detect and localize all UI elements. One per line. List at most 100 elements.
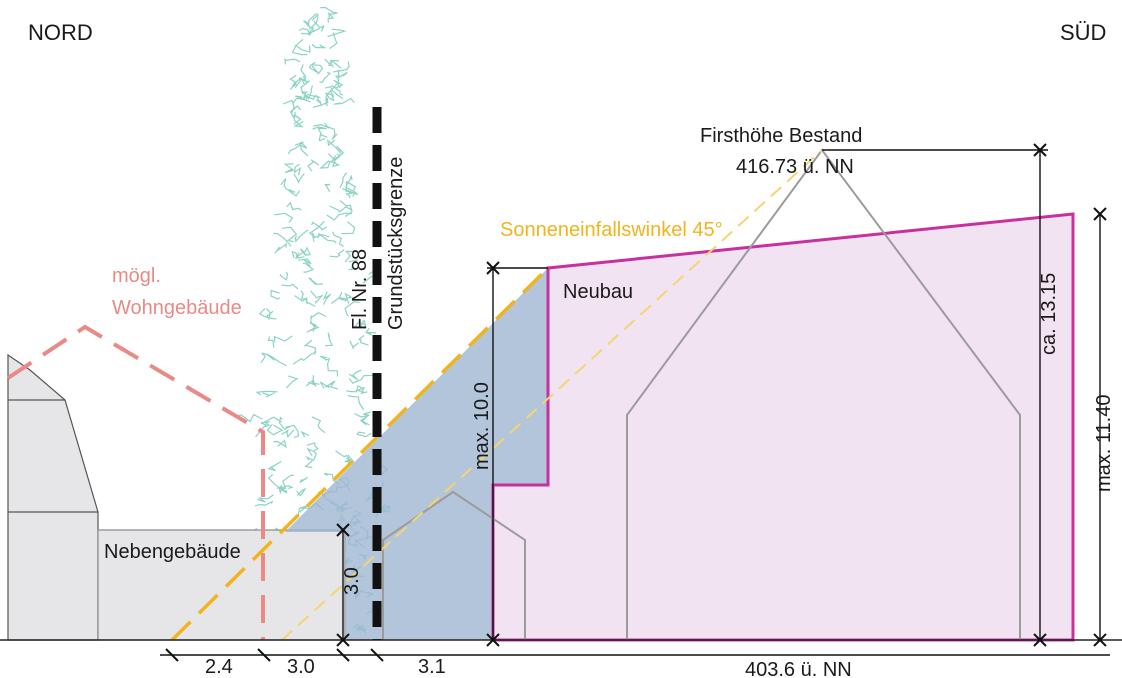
- ground-level-label: 403.6 ü. NN: [745, 659, 852, 678]
- tree-branch: [270, 289, 281, 300]
- tree-branch: [292, 351, 317, 365]
- tree-branch: [289, 77, 305, 90]
- tree-branch: [311, 221, 328, 231]
- tree-branch: [291, 38, 308, 56]
- tree-branch: [317, 232, 337, 244]
- tree-branch: [309, 220, 325, 239]
- tree-branch: [266, 423, 284, 436]
- tree-branch: [310, 290, 324, 305]
- outbuilding-label: Nebengebäude: [104, 541, 241, 563]
- tree-branch: [344, 454, 356, 467]
- tree-branch: [281, 429, 295, 438]
- tree-branch: [307, 159, 320, 172]
- tree-branch: [327, 28, 347, 38]
- possible-residential-label-2: Wohngebäude: [112, 297, 242, 319]
- tree-branch: [303, 246, 312, 256]
- property-line-label: Grundstücksgrenze: [385, 157, 407, 330]
- tree-branch: [324, 332, 333, 347]
- tree-branch: [326, 212, 352, 221]
- outbuilding-height-label: 3.0: [341, 567, 363, 595]
- tree-branch: [331, 153, 341, 162]
- distance-2-label: 3.0: [287, 656, 315, 678]
- tree-branch: [308, 277, 323, 286]
- max-height-step-label: max. 10.0: [471, 382, 493, 470]
- tree-branch: [288, 189, 301, 197]
- tree-branch: [273, 232, 292, 247]
- tree-branch: [303, 20, 315, 35]
- tree-branch: [324, 58, 339, 66]
- tree-branch: [292, 97, 311, 104]
- tree-branch: [355, 386, 368, 395]
- tree-branch: [263, 416, 283, 428]
- tree-branch: [273, 439, 287, 449]
- distance-3-label: 3.1: [418, 656, 446, 678]
- tree-branch: [359, 319, 367, 329]
- tree-branch: [311, 375, 320, 385]
- tree-branch: [333, 97, 355, 105]
- tree-branch: [255, 421, 270, 438]
- tree-branch: [333, 79, 344, 89]
- tree-branch: [334, 145, 345, 161]
- tree-branch: [312, 97, 329, 108]
- tree-branch: [324, 85, 344, 100]
- tree-branch: [267, 460, 282, 472]
- new-building-shape: [491, 212, 1075, 642]
- tree-branch: [293, 119, 304, 128]
- tree-branch: [319, 160, 337, 169]
- tree-branch: [285, 424, 300, 438]
- tree-branch: [306, 442, 319, 452]
- tree-branch: [335, 450, 352, 462]
- sun-angle-label: Sonneneinfallswinkel 45°: [500, 219, 723, 241]
- tree-branch: [283, 163, 295, 174]
- tree-branch: [326, 125, 338, 140]
- tree-branch: [311, 43, 326, 49]
- tree-branch: [255, 390, 278, 396]
- tree-branch: [265, 307, 274, 321]
- tree-branch: [258, 308, 277, 320]
- tree-branch: [312, 233, 330, 242]
- tree-branch: [278, 416, 291, 431]
- tree-branch: [356, 431, 372, 438]
- tree-branch: [309, 322, 320, 332]
- tree-branch: [294, 44, 311, 53]
- tree-branch: [326, 380, 338, 390]
- tree-branch: [326, 357, 339, 377]
- outbuilding-shape: [97, 529, 346, 641]
- tree-branch: [279, 474, 294, 490]
- tree-branch: [313, 20, 325, 32]
- tree-branch: [267, 473, 288, 493]
- tree-branch: [304, 455, 314, 469]
- tree-branch: [348, 374, 373, 384]
- parcel-number-label: Fl. Nr. 88: [349, 249, 371, 330]
- ridge-existing-title: Firsthöhe Bestand: [700, 125, 862, 147]
- tree-branch: [266, 353, 287, 367]
- tree-branch: [348, 369, 362, 381]
- tree-branch: [303, 339, 317, 355]
- tree-branch: [319, 355, 329, 361]
- tree-branch: [284, 58, 301, 65]
- tree-branch: [329, 32, 338, 50]
- tree-branch: [306, 447, 317, 461]
- tree-branch: [236, 413, 263, 423]
- tree-branch: [298, 258, 312, 267]
- max-height-total-label: max. 11.40: [1093, 395, 1115, 492]
- tree-branch: [327, 11, 335, 23]
- tree-branch: [302, 85, 314, 100]
- tree-branch: [293, 114, 302, 125]
- tree-branch: [300, 430, 310, 438]
- distance-1-label: 2.4: [205, 656, 233, 678]
- tree-branch: [302, 262, 315, 273]
- tree-branch: [319, 381, 330, 389]
- dimension-ticks: [165, 143, 1107, 662]
- tree-branch: [308, 27, 321, 36]
- tree-branch: [254, 500, 274, 507]
- tree-branch: [298, 27, 311, 35]
- tree-branch: [316, 95, 322, 107]
- tree-branch: [311, 416, 326, 434]
- ridge-existing-value: 416.73 ü. NN: [736, 156, 854, 178]
- tree-branch: [345, 189, 354, 199]
- tree-branch: [291, 251, 305, 259]
- tree-branch: [267, 336, 275, 348]
- tree-branch: [322, 291, 332, 305]
